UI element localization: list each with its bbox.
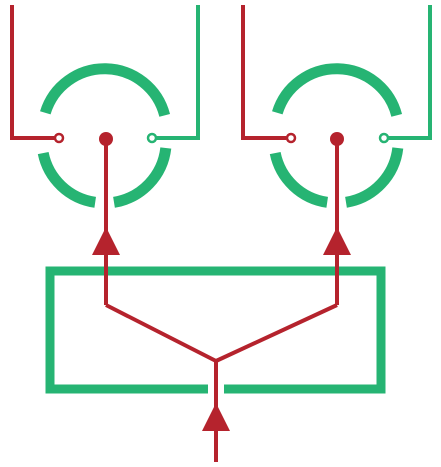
green-elements <box>37 5 432 394</box>
left-ring-arc-right <box>112 147 172 208</box>
left-ring-arc-top <box>40 63 171 117</box>
box-outline <box>45 266 386 394</box>
right-branch-diagonal <box>215 303 338 363</box>
right-red-lead <box>241 5 286 140</box>
left-green-lead <box>156 5 200 140</box>
left-arrow-head <box>92 227 120 255</box>
right-green-lead <box>388 5 432 140</box>
bottom-arrow-head <box>202 403 230 431</box>
left-green-terminal <box>146 132 158 144</box>
left-red-terminal <box>53 132 65 144</box>
right-green-terminal <box>378 132 390 144</box>
right-ring-arc-top <box>272 63 403 117</box>
left-ring-arc-lower-left <box>37 151 97 208</box>
right-ring-arc-right <box>344 147 404 208</box>
left-center-dot <box>99 132 113 146</box>
right-center-dot <box>330 132 344 146</box>
red-elements <box>10 5 390 462</box>
right-ring-arc-lower-left <box>269 151 329 208</box>
left-red-lead <box>10 5 55 140</box>
left-circle-ring <box>37 63 172 208</box>
left-branch-diagonal <box>105 303 217 363</box>
right-arrow-head <box>323 227 351 255</box>
right-circle-ring <box>269 63 404 208</box>
right-red-terminal <box>285 132 297 144</box>
